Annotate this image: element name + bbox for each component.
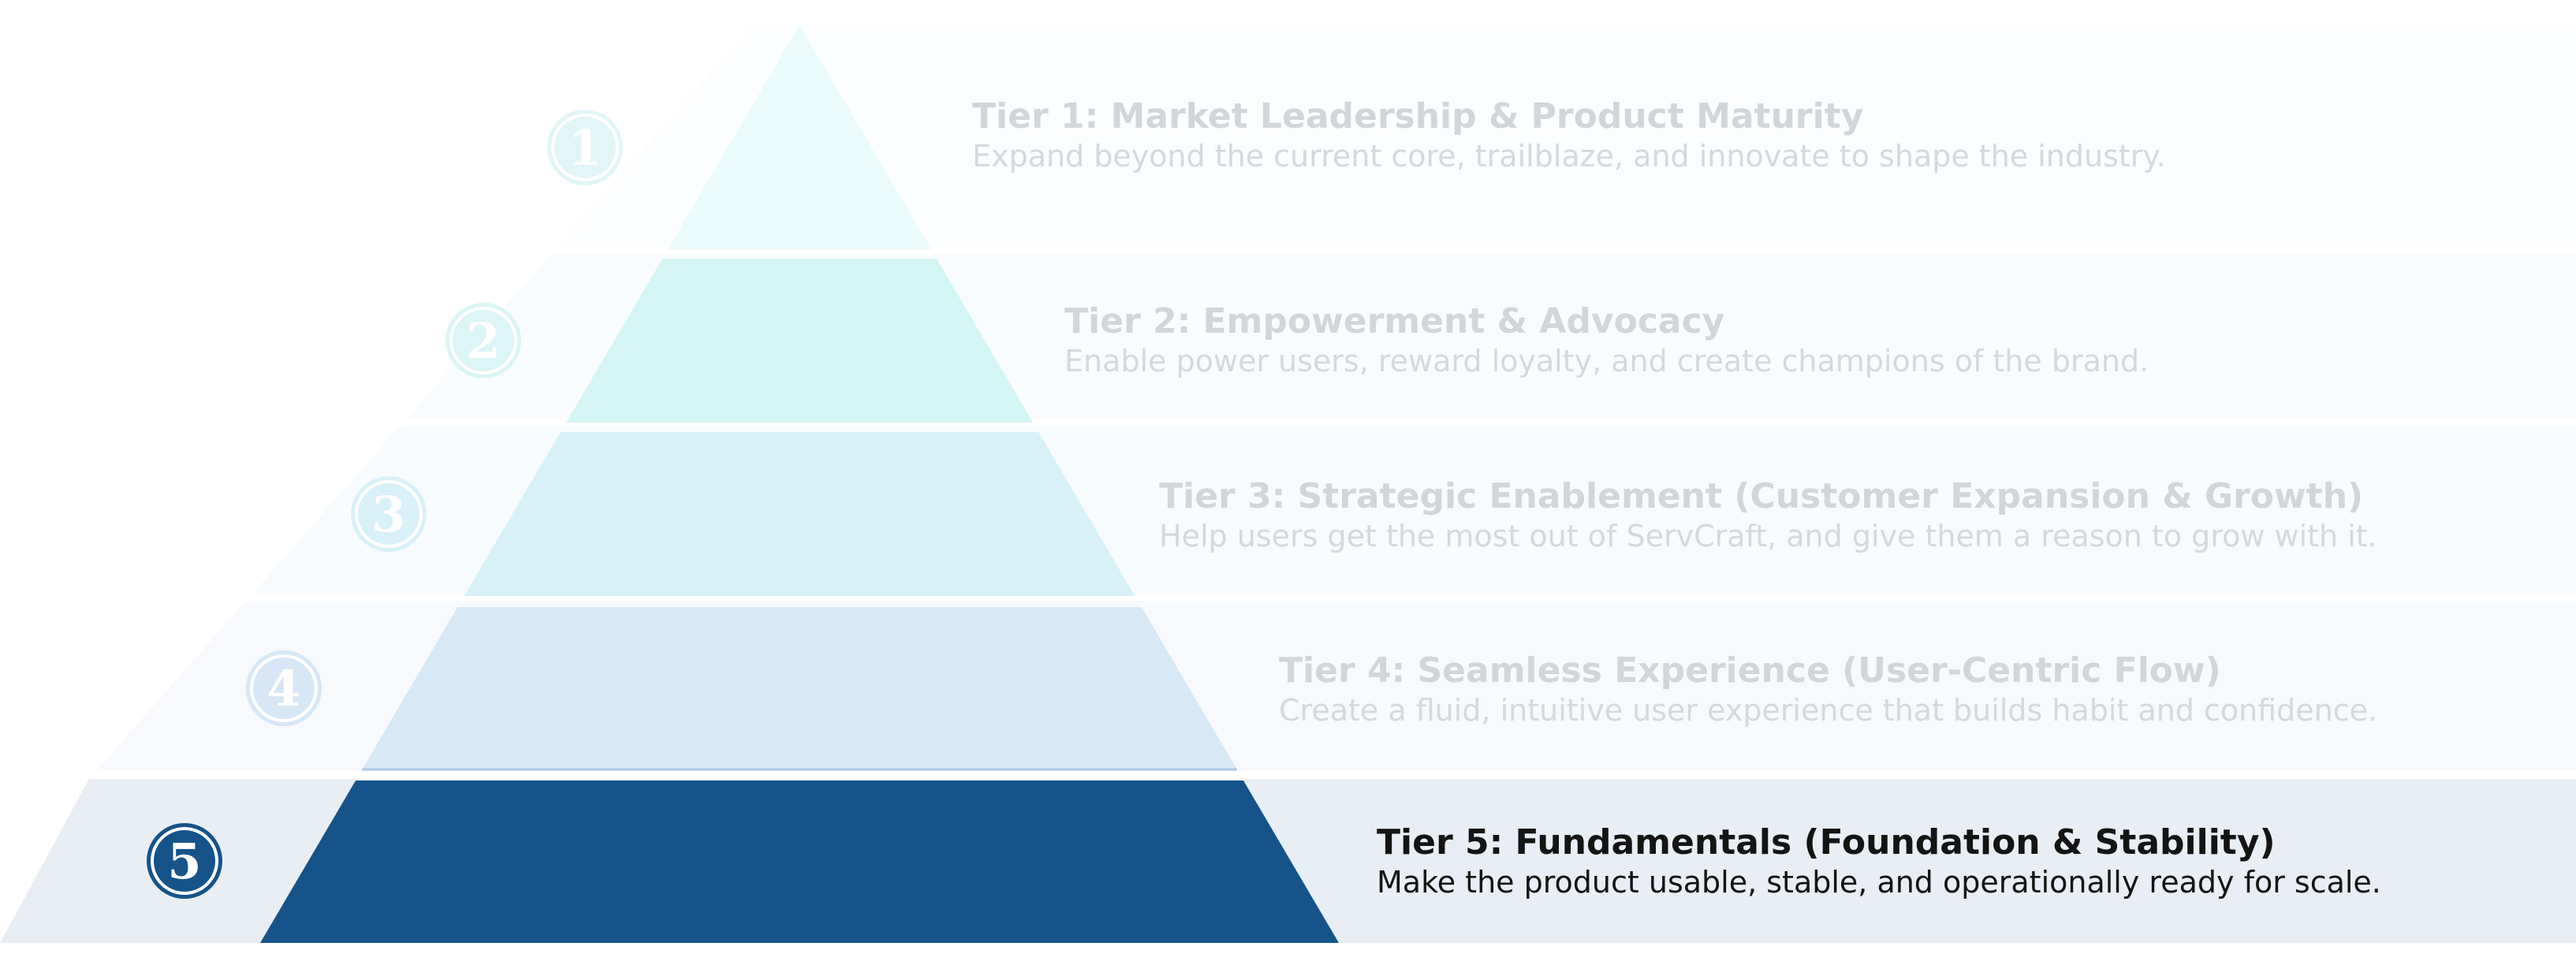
tier-3-badge: 3	[351, 476, 427, 552]
tier-5-text: Tier 5: Fundamentals (Foundation & Stabi…	[1377, 822, 2381, 901]
tier-2-description: Enable power users, reward loyalty, and …	[1064, 344, 2149, 378]
tier-3-level	[464, 432, 1135, 596]
tier-4-text: Tier 4: Seamless Experience (User-Centri…	[1279, 650, 2377, 729]
tier-2-badge-number: 2	[466, 312, 500, 370]
tier-2-badge-ring	[449, 307, 517, 374]
tier-4-title: Tier 4: Seamless Experience (User-Centri…	[1279, 650, 2221, 691]
tier-4-badge-circle	[246, 650, 322, 726]
tier-3-text: Tier 3: Strategic Enablement (Customer E…	[1159, 476, 2377, 555]
tier-1-title: Tier 1: Market Leadership & Product Matu…	[972, 96, 1864, 136]
tier-2-badge-circle	[445, 303, 521, 378]
tier-5-level	[260, 781, 1339, 943]
tier-1-description: Expand beyond the current core, trailbla…	[972, 139, 2166, 173]
tier-4-description: Create a fluid, intuitive user experienc…	[1279, 693, 2378, 728]
tier-5-badge-number: 5	[167, 833, 201, 890]
tier-2-title: Tier 2: Empowerment & Advocacy	[1064, 301, 1725, 341]
tier-4-badge: 4	[246, 650, 322, 726]
tier-1-text: Tier 1: Market Leadership & Product Matu…	[972, 96, 2166, 175]
tier-3-badge-ring	[355, 480, 423, 548]
tier-5-badge: 5	[147, 823, 222, 899]
tier-3-description: Help users get the most out of ServCraft…	[1159, 519, 2377, 553]
tier-1-badge-circle	[547, 110, 623, 185]
tier-1-badge: 1	[547, 110, 623, 185]
tier-4-badge-number: 4	[267, 660, 300, 717]
tier-2-text: Tier 2: Empowerment & Advocacy Enable po…	[1064, 301, 2149, 380]
tier-4-badge-ring	[250, 654, 318, 722]
tier-1-badge-ring	[551, 114, 619, 181]
tier-2-badge: 2	[445, 303, 521, 378]
tier-1-level	[668, 25, 931, 249]
tier-1-badge-number: 1	[568, 119, 602, 177]
tier-3-badge-circle	[351, 476, 427, 552]
tier-5-description: Make the product usable, stable, and ope…	[1377, 865, 2381, 900]
tier-5-title: Tier 5: Fundamentals (Foundation & Stabi…	[1377, 822, 2276, 863]
tier-3-title: Tier 3: Strategic Enablement (Customer E…	[1159, 476, 2364, 516]
tier-5-badge-circle	[147, 823, 222, 899]
tier-5-badge-ring	[151, 827, 218, 895]
tier-1-band	[557, 25, 2576, 246]
tier-2-level	[565, 259, 1034, 423]
tier-3-badge-number: 3	[371, 486, 405, 543]
tier-4-level	[362, 607, 1237, 769]
